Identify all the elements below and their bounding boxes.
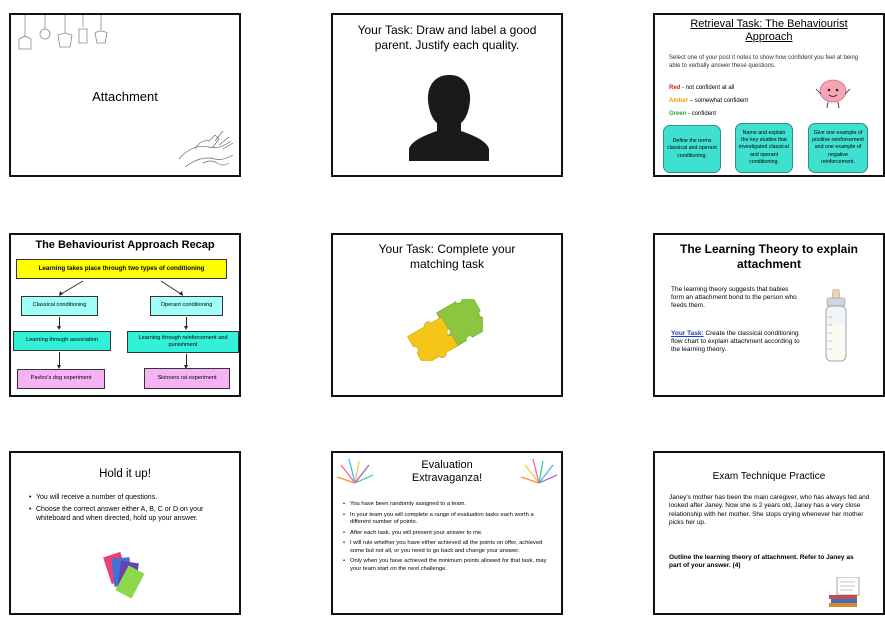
slide-2-thumbnail[interactable]: Your Task: Draw and label a good parent.… — [331, 13, 563, 177]
learning-through-reinforcement-box: Learning through reinforcement and punis… — [127, 331, 239, 353]
slide-9-scenario: Janey's mother has been the main caregiv… — [669, 494, 870, 526]
legend-green-word: Green — [669, 111, 687, 117]
confetti-right-decoration — [520, 458, 558, 484]
slide-5-title: Your Task: Complete your matching task — [378, 242, 516, 271]
arrow-left-2 — [57, 352, 61, 369]
slide-9-thumbnail[interactable]: Exam Technique Practice Janey's mother h… — [653, 451, 885, 615]
slide-4-title: The Behaviourist Approach Recap — [35, 239, 215, 251]
task-link[interactable]: Your Task: — [671, 330, 704, 337]
slide-2-title: Your Task: Draw and label a good parent.… — [357, 23, 537, 52]
answer-cards-icon — [103, 551, 145, 599]
person-silhouette-icon — [409, 75, 489, 161]
legend-red: Red - not confident at all — [669, 85, 735, 91]
bullet-item: Choose the correct answer either A, B, C… — [29, 505, 225, 523]
arrow-right-2 — [184, 354, 188, 369]
hands-illustration — [178, 130, 234, 168]
branch-arrows — [59, 280, 183, 296]
bullet-item: You have been randomly assigned to a tea… — [343, 501, 555, 509]
slide-3-title: Retrieval Task: The Behaviourist Approac… — [690, 18, 848, 43]
pavlov-experiment-box: Pavlov's dog experiment — [17, 369, 105, 389]
slide-7-title: Hold it up! — [99, 468, 151, 480]
legend-green: Green - confident — [669, 111, 717, 117]
legend-amber-word: Amber — [669, 98, 689, 104]
hanging-baby-clothes-decoration — [18, 15, 108, 50]
confetti-left-decoration — [336, 458, 374, 484]
bullet-item: In your team you will complete a range o… — [343, 512, 555, 527]
slide-1-title: Attachment — [92, 89, 158, 104]
bullet-item: After each task, you will present your a… — [343, 530, 555, 538]
slide-7-bullets: You will receive a number of questions. … — [29, 493, 225, 526]
slide-6-title: The Learning Theory to explain attachmen… — [679, 242, 859, 271]
slide-8-bullets: You have been randomly assigned to a tea… — [343, 501, 555, 576]
bullet-item: Only when you have achieved the minimum … — [343, 558, 555, 573]
slide-6-task: Your Task: Create the classical conditio… — [671, 330, 800, 353]
puzzle-pieces-icon — [407, 299, 483, 361]
slide-3-thumbnail[interactable]: Retrieval Task: The Behaviourist Approac… — [653, 13, 885, 177]
conditioning-top-box: Learning takes place through two types o… — [16, 259, 227, 279]
slide-9-question: Outline the learning theory of attachmen… — [669, 554, 854, 570]
slide-6-paragraph: The learning theory suggests that babies… — [671, 286, 797, 309]
question-box-1: Define the terms classical and operant c… — [663, 125, 721, 173]
learning-through-association-box: Learning through association — [13, 331, 111, 351]
bullet-item: I will rule whether you have either achi… — [343, 540, 555, 555]
slide-9-title: Exam Technique Practice — [712, 471, 826, 482]
confidence-legend: Red - not confident at all Amber – somew… — [669, 82, 748, 121]
baby-bottle-icon — [825, 289, 847, 362]
slide-5-thumbnail[interactable]: Your Task: Complete your matching task — [331, 233, 563, 397]
arrow-right-1 — [184, 317, 188, 330]
slide-1-thumbnail[interactable]: Attachment — [9, 13, 241, 177]
skinner-experiment-box: Skinners rat experiment — [144, 368, 230, 389]
operant-conditioning-box: Operant conditioning — [150, 296, 223, 316]
question-box-3: Give one example of positive reinforceme… — [808, 123, 868, 173]
question-box-2: Name and explain the key studies that in… — [735, 123, 793, 173]
slide-7-thumbnail[interactable]: Hold it up! You will receive a number of… — [9, 451, 241, 615]
slide-3-instructions: Select one of your post it notes to show… — [669, 55, 859, 69]
slide-8-title: Evaluation Extravaganza! — [411, 459, 483, 484]
brain-mascot-icon — [815, 79, 851, 109]
slide-6-thumbnail[interactable]: The Learning Theory to explain attachmen… — [653, 233, 885, 397]
legend-amber: Amber – somewhat confident — [669, 98, 749, 104]
slide-4-thumbnail[interactable]: The Behaviourist Approach Recap Learning… — [9, 233, 241, 397]
exam-books-icon — [829, 577, 860, 607]
bullet-item: You will receive a number of questions. — [29, 493, 225, 502]
legend-red-word: Red — [669, 85, 681, 91]
classical-conditioning-box: Classical conditioning — [21, 296, 98, 316]
arrow-left-1 — [57, 317, 61, 330]
slide-8-thumbnail[interactable]: Evaluation Extravaganza! You have been r… — [331, 451, 563, 615]
